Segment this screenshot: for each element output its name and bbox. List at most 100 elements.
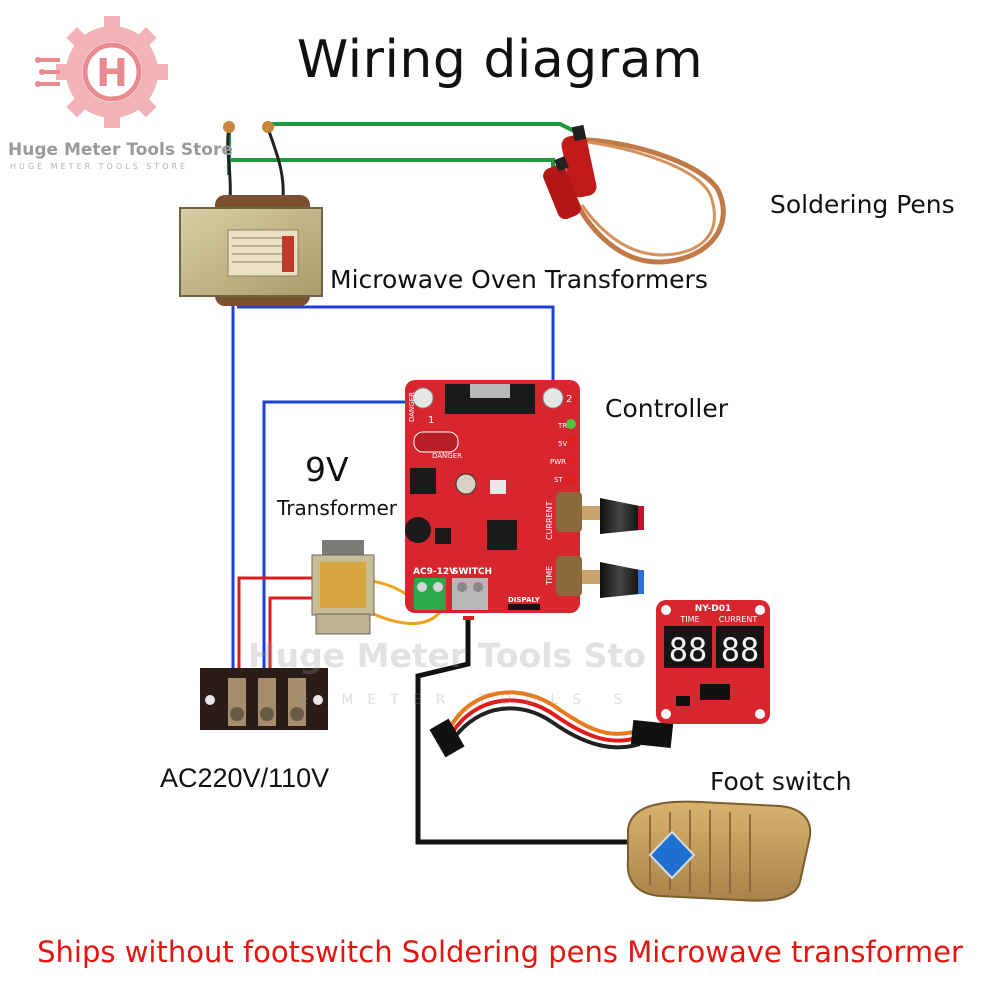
microcontroller-chip [487,520,517,550]
capacitor-small [455,473,477,495]
ribbon-cable [429,690,674,758]
ribbon-connector-right [630,719,674,749]
ac-input-label: AC9-12V [413,567,456,577]
red-wire-2 [268,596,316,670]
ac-terminal-screw-2 [433,582,443,592]
time-knob-label: TIME [545,566,554,586]
page-title: Wiring diagram [296,30,704,90]
led-label-5v: 5V [558,440,567,448]
transformer-label: Transformer [277,496,398,520]
store-logo: H [35,16,168,128]
watermark-sub: E METER TOOLS S [300,692,637,708]
sot-chip [435,528,451,544]
green-wire-pen-1 [271,122,581,136]
shipping-note: Ships without footswitch Soldering pens … [37,935,963,969]
nine-volt-base [315,613,371,635]
foot-switch-wire [415,618,632,845]
display-mount-hole-br [755,709,765,719]
display-header-pins [508,604,540,610]
controller-label: Controller [605,394,728,423]
nine-volt-top-bracket [322,540,364,556]
pedal-brand-badge [648,830,696,880]
gear-icon [35,16,168,128]
crystal [413,431,459,453]
controller-terminal-2 [542,387,564,409]
terminal-mount-hole-right [313,695,323,705]
controller-board: 1 2 DANGER DANGER TR 5V PWR ST CURREN [405,380,644,613]
blue-wire-3 [262,400,410,670]
nine-volt-label: 9V [305,450,349,489]
microwave-transformer [179,121,323,306]
terminal-screw-1 [230,707,244,721]
optocoupler [490,480,506,494]
display-board-name: NY-D01 [695,604,731,614]
terminal-screw-3 [290,707,304,721]
red-wire-1 [237,576,316,670]
display-time-label: TIME [679,615,699,624]
display-mount-hole-tl [661,605,671,615]
display-current-label: CURRENT [719,615,758,624]
display-mount-hole-tr [755,605,765,615]
terminal-2-label: 2 [566,394,572,405]
pen-2 [543,156,581,220]
blue-wire-2 [237,305,555,400]
transformer-lead-1 [226,127,232,201]
nine-volt-transformer [311,540,375,635]
microwave-transformer-label: Microwave Oven Transformers [330,265,708,294]
transformer-warning-tag [282,236,294,272]
ac-terminal-block [414,578,446,610]
foot-switch [626,800,812,902]
store-subtitle: HUGE METER TOOLS STORE [10,162,189,171]
capacitor-large [405,517,431,543]
power-input-label: AC220V/110V [160,763,330,793]
switch-terminal-block [452,578,488,610]
soldering-pens [543,124,726,265]
triac-tab [470,384,510,398]
nine-volt-coil [320,562,366,608]
ribbon-connector-left [429,718,465,758]
current-digits: 88 [721,631,760,669]
ac-terminal-screw-1 [417,582,427,592]
terminal-1-label: 1 [428,415,434,426]
display-header-label: DISPALY [508,596,541,604]
pen-cable-1 [572,137,726,265]
transformer-terminal-2 [262,121,274,133]
time-digits: 88 [669,631,708,669]
danger-label-2: DANGER [432,452,462,460]
display-mount-hole-bl [661,709,671,719]
pen-cable-2 [580,140,716,257]
led-label-tr: TR [557,422,567,430]
current-knob-label: CURRENT [545,501,554,540]
controller-terminal-1 [412,387,434,409]
current-potentiometer [556,492,644,534]
terminal-screw-2 [260,707,274,721]
led-5v [566,437,576,447]
display-smd-component [676,696,690,706]
transformer-terminal-1 [223,121,235,133]
logo-letter: H [96,51,128,95]
led-label-st: ST [554,476,563,484]
store-name: Huge Meter Tools Store [8,140,233,160]
terminal-mount-hole-left [205,695,215,705]
soldering-pens-label: Soldering Pens [770,190,955,219]
regulator [410,468,436,494]
led-pwr [566,455,576,465]
watermark-main: Huge Meter Tools Sto [248,636,646,675]
switch-terminal-screw-1 [457,582,467,592]
current-seven-segment [716,626,764,668]
led-st [566,473,576,483]
switch-terminal-screw-2 [473,582,483,592]
danger-label-1: DANGER [408,392,416,422]
transformer-lead-2 [266,127,285,201]
green-wire-pen-2 [227,128,555,175]
display-driver-chip [700,684,730,700]
terminal-block [200,668,328,730]
switch-input-label: SWITCH [452,567,492,577]
display-board: NY-D01 TIME CURRENT 88 88 [656,600,770,724]
time-seven-segment [664,626,712,668]
led-label-pwr: PWR [550,458,566,466]
time-potentiometer [556,556,644,598]
foot-switch-label: Foot switch [710,767,852,796]
